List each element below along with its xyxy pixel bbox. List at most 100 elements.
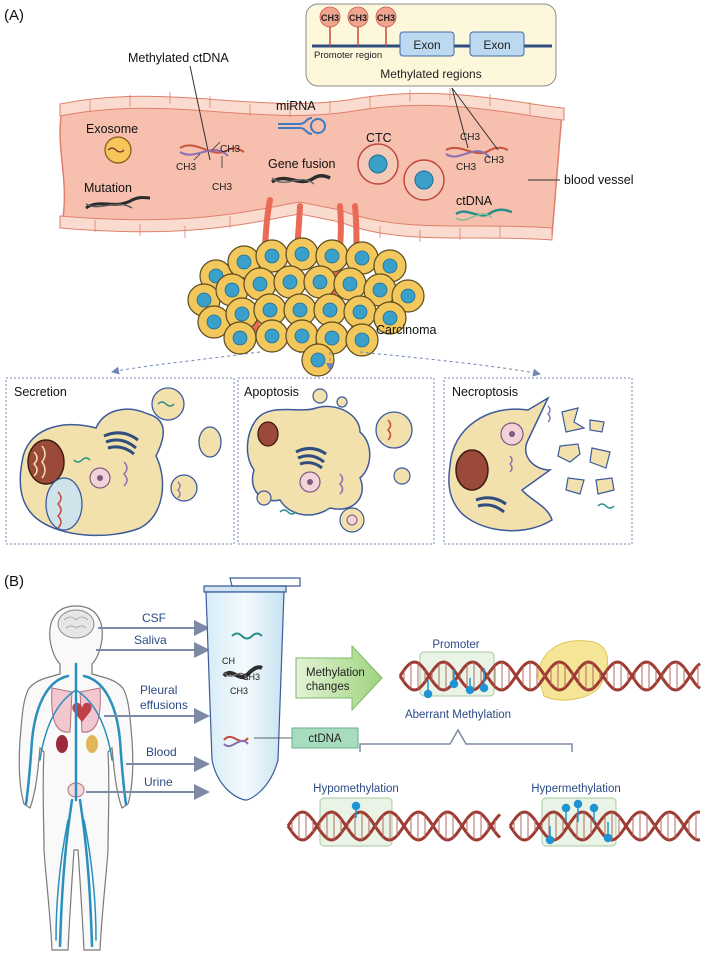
ch3-badge bbox=[347, 6, 369, 28]
exon-label-2: Exon bbox=[483, 38, 510, 52]
exosome bbox=[104, 136, 132, 164]
apoptotic-body bbox=[393, 467, 411, 485]
tumor-nucleus bbox=[264, 248, 280, 264]
methylation-changes-label-2: changes bbox=[306, 681, 350, 693]
tumor-nucleus bbox=[354, 332, 370, 348]
tube-cap-tab bbox=[229, 577, 301, 587]
ch3-mark: CH3 bbox=[460, 132, 480, 143]
methylated-region-strand bbox=[445, 146, 509, 159]
hypo-methyl-marks bbox=[351, 801, 361, 818]
apoptosis-label: Apoptosis bbox=[244, 385, 299, 399]
dna-strand bbox=[398, 660, 701, 692]
secretion-box: Secretion bbox=[5, 377, 235, 545]
tumor-nucleus bbox=[352, 304, 368, 320]
tumor-nucleus bbox=[232, 330, 248, 346]
exosome-bubble bbox=[151, 387, 185, 421]
tumor-nucleus bbox=[262, 302, 278, 318]
kidney bbox=[56, 735, 68, 753]
tumor-nucleus bbox=[382, 258, 398, 274]
blood-vessel-label: blood vessel bbox=[564, 173, 634, 187]
necroptosis-box: Necroptosis bbox=[443, 377, 633, 545]
secretion-label: Secretion bbox=[14, 385, 67, 399]
vessel-bottom-wall bbox=[59, 201, 553, 241]
promoter-dna-helix bbox=[398, 660, 701, 692]
exosome-bubble bbox=[198, 426, 222, 458]
necroptosis-label: Necroptosis bbox=[452, 385, 518, 399]
apoptotic-body bbox=[312, 388, 328, 404]
ch3-mark: CH3 bbox=[176, 162, 196, 173]
carcinoma-label: Carcinoma bbox=[376, 323, 436, 337]
tumor-nucleus bbox=[294, 328, 310, 344]
tumor-nucleus bbox=[342, 276, 358, 292]
tumor-nucleus bbox=[234, 306, 250, 322]
tumor-nucleus bbox=[224, 282, 240, 298]
exon-label-1: Exon bbox=[413, 38, 440, 52]
golgi bbox=[475, 496, 507, 514]
promoter-methyl-marks bbox=[423, 668, 489, 699]
ch3-badge bbox=[319, 6, 341, 28]
vessel-top-wall bbox=[59, 92, 565, 121]
methylated-ctdna-pointer bbox=[189, 65, 211, 161]
ctc-label: CTC bbox=[366, 131, 392, 145]
methylated-regions-pointer bbox=[451, 87, 499, 151]
ctdna-label: ctDNA bbox=[456, 194, 493, 208]
tube-ch3: CH3 bbox=[230, 686, 248, 696]
exon-box-1 bbox=[399, 31, 455, 57]
secretion-frame bbox=[5, 377, 235, 545]
ch3-label: CH3 bbox=[349, 13, 367, 23]
panel-b-label: (B) bbox=[4, 573, 24, 590]
tube-ch3: CH bbox=[222, 656, 235, 666]
panel-a-label: (A) bbox=[4, 7, 24, 24]
methylated-ctdna-strand bbox=[179, 141, 245, 168]
hypo-dna-helix bbox=[286, 810, 502, 842]
tumor-nucleus bbox=[324, 248, 340, 264]
necroptosis-frame bbox=[443, 377, 633, 545]
veins bbox=[24, 662, 128, 948]
tumor-nucleus bbox=[324, 330, 340, 346]
fluid-label-pleural: Pleural bbox=[140, 683, 177, 697]
methylated-regions-title: Methylated regions bbox=[380, 67, 481, 81]
brain bbox=[57, 609, 95, 639]
gene-fusion-dna bbox=[270, 173, 331, 185]
exosome-label: Exosome bbox=[86, 122, 138, 136]
vesicle bbox=[45, 477, 83, 531]
necroptotic-cell bbox=[448, 396, 553, 532]
tube-ch3: CH3 bbox=[242, 672, 260, 682]
methylated-regions-inset: CH3 CH3 CH3 Promoter region Exon Exon Me… bbox=[305, 3, 557, 87]
ch3-mark: CH3 bbox=[456, 162, 476, 173]
tumor-nucleus bbox=[196, 292, 212, 308]
methylation-changes-arrow bbox=[295, 644, 383, 712]
tumor-nucleus bbox=[382, 310, 398, 326]
gene-fusion-label: Gene fusion bbox=[268, 157, 335, 171]
mutation-dna bbox=[85, 196, 151, 210]
ch3-label: CH3 bbox=[377, 13, 395, 23]
tumor-nucleus bbox=[354, 250, 370, 266]
ctdna-box-label: ctDNA bbox=[308, 733, 342, 745]
human-body bbox=[18, 605, 134, 951]
ch3-label: CH3 bbox=[321, 13, 339, 23]
blood-vessel bbox=[59, 88, 565, 242]
dna-strand bbox=[286, 810, 502, 842]
tube-body bbox=[205, 591, 285, 801]
aberrant-bracket bbox=[359, 728, 573, 752]
tumor-nucleus bbox=[264, 328, 280, 344]
methylated-regions-pointer bbox=[451, 87, 469, 149]
mitochondrion bbox=[257, 421, 279, 447]
mitochondrion bbox=[455, 449, 489, 491]
exosome-bubble bbox=[170, 474, 198, 502]
fluid-label-csf: CSF bbox=[142, 611, 166, 625]
tumor-nucleus bbox=[252, 276, 268, 292]
fluid-label-blood: Blood bbox=[146, 745, 177, 759]
hyper-dna-helix bbox=[508, 810, 701, 842]
cell-fragments bbox=[557, 407, 615, 495]
mitochondrion bbox=[27, 439, 65, 485]
inset-methyl-marks: CH3 CH3 CH3 bbox=[319, 6, 397, 46]
hypermethylation-label: Hypermethylation bbox=[531, 783, 620, 795]
apoptotic-body bbox=[336, 396, 348, 408]
hyper-methyl-marks bbox=[545, 799, 613, 845]
tube-ctdna bbox=[222, 665, 263, 680]
fluid-arrows bbox=[86, 620, 210, 800]
dna-strand bbox=[286, 810, 502, 842]
ch3-mark: CH3 bbox=[212, 182, 232, 193]
